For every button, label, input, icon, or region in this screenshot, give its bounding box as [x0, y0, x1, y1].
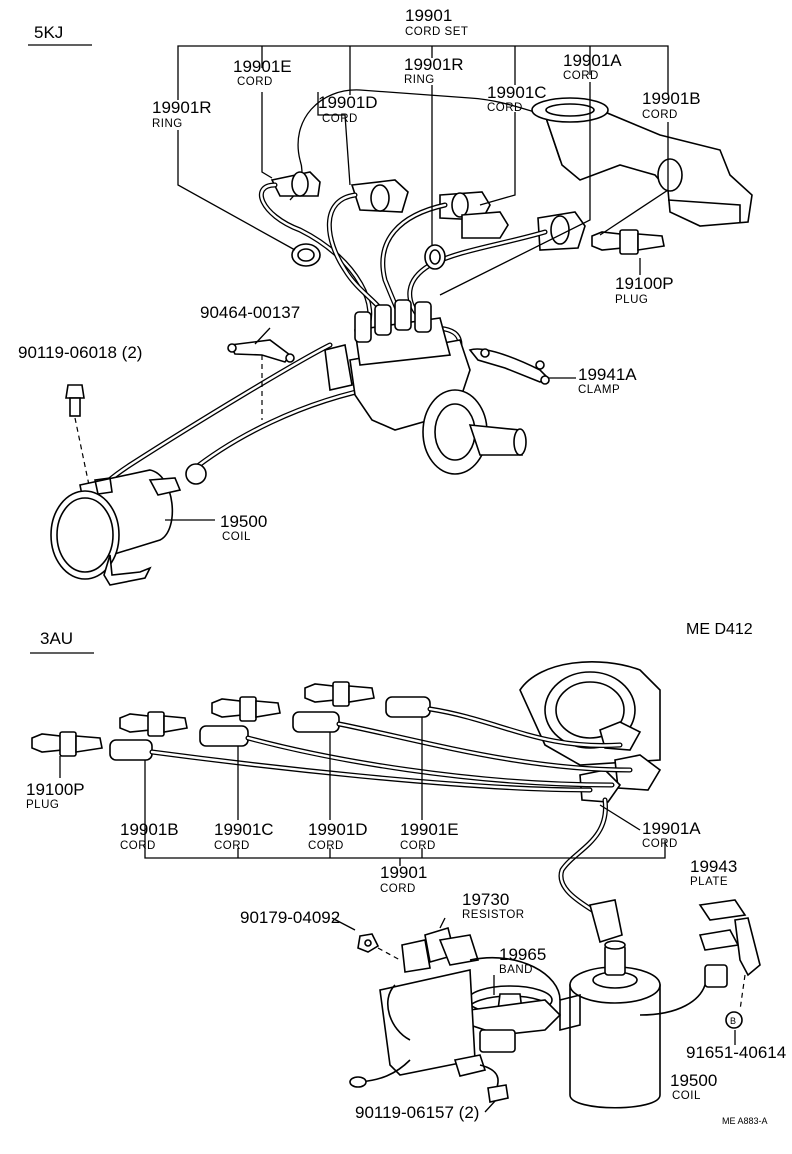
cord-set-bracket	[177, 45, 669, 100]
label-cord-e-top-desc: CORD	[237, 76, 273, 88]
cord-bracket-bottom	[144, 820, 666, 866]
reference-code: ME D412	[686, 621, 753, 638]
bracket-harness-bottom	[349, 969, 711, 1103]
spark-plugs-bottom	[31, 681, 375, 757]
resistor-bottom	[401, 926, 561, 1001]
label-cord-a-top-desc: CORD	[563, 70, 599, 82]
label-cord-d-bot-number: 19901D	[308, 820, 368, 839]
label-ring-mid-desc: RING	[404, 74, 435, 86]
label-clip-top-number: 90464-00137	[200, 303, 300, 322]
plug-boots-top	[270, 171, 586, 251]
label-cord-group-desc: CORD	[380, 883, 416, 895]
marker-b: B	[730, 1016, 736, 1026]
intake-manifold	[531, 97, 753, 227]
label-nut-bot-number: 90179-04092	[240, 908, 340, 927]
label-cord-c-bot-desc: CORD	[214, 840, 250, 852]
label-cord-a-top-number: 19901A	[563, 51, 622, 70]
label-plate-bot-desc: PLATE	[690, 876, 728, 888]
label-cord-group-number: 19901	[380, 863, 427, 882]
label-cord-a-bot-number: 19901A	[642, 819, 701, 838]
section-title-5kj: 5KJ	[34, 23, 63, 42]
leader-lines-top	[165, 82, 669, 521]
cord-set-number: 19901	[405, 6, 452, 25]
footer-code: ME A883-A	[722, 1116, 768, 1126]
clip-top	[227, 339, 295, 420]
label-coil-bot-desc: COIL	[672, 1090, 701, 1102]
label-bolt-bot-number: 90119-06157 (2)	[355, 1103, 479, 1122]
label-cord-e-top-number: 19901E	[233, 57, 292, 76]
label-cord-c-top-number: 19901C	[487, 83, 547, 102]
label-resistor-bot-desc: RESISTOR	[462, 909, 525, 921]
label-cord-c-bot-number: 19901C	[214, 820, 274, 839]
label-screw-bot-number: 91651-40614	[686, 1043, 786, 1062]
label-plate-bot-number: 19943	[690, 857, 737, 876]
label-coil-bot-number: 19500	[670, 1071, 717, 1090]
section-3au: 3AU ME D412	[26, 621, 786, 1126]
label-cord-d-top-number: 19901D	[318, 93, 378, 112]
label-cord-d-bot-desc: CORD	[308, 840, 344, 852]
label-cord-e-bot-desc: CORD	[400, 840, 436, 852]
label-cord-c-top-desc: CORD	[487, 102, 523, 114]
label-clamp-top-number: 19941A	[578, 365, 637, 384]
label-ring-left-desc: RING	[152, 118, 183, 130]
label-clamp-top-desc: CLAMP	[578, 384, 620, 396]
label-cord-b-bot-desc: CORD	[120, 840, 156, 852]
label-cord-b-bot-number: 19901B	[120, 820, 179, 839]
section-5kj: 5KJ 19901 CORD SET	[18, 6, 753, 586]
label-ring-mid-number: 19901R	[404, 55, 464, 74]
label-coil-top-desc: COIL	[222, 531, 251, 543]
ignition-cords-bottom	[109, 696, 633, 944]
plate-bottom	[698, 899, 761, 1011]
label-plug-bot-number: 19100P	[26, 780, 85, 799]
label-ring-left-number: 19901R	[152, 98, 212, 117]
label-cord-d-top-desc: CORD	[322, 113, 358, 125]
ignition-coil-top	[50, 463, 207, 586]
nut-bottom	[357, 933, 401, 961]
bolt-top	[65, 384, 91, 491]
clamp-top	[468, 348, 550, 385]
label-plug-bot-desc: PLUG	[26, 799, 59, 811]
screw-marker-bottom: B	[725, 1011, 743, 1029]
label-plug-top-number: 19100P	[615, 274, 674, 293]
label-cord-e-bot-number: 19901E	[400, 820, 459, 839]
ignition-coil-bottom	[559, 940, 661, 1109]
label-resistor-bot-number: 19730	[462, 890, 509, 909]
rings-top	[291, 243, 446, 270]
label-band-bot-desc: BAND	[499, 964, 533, 976]
label-cord-a-bot-desc: CORD	[642, 838, 678, 850]
label-band-bot-number: 19965	[499, 945, 546, 964]
section-title-3au: 3AU	[40, 629, 73, 648]
label-cord-b-top-desc: CORD	[642, 109, 678, 121]
label-cord-b-top-number: 19901B	[642, 89, 701, 108]
label-coil-top-number: 19500	[220, 512, 267, 531]
label-plug-top-desc: PLUG	[615, 294, 648, 306]
spark-plug-top	[591, 229, 665, 255]
label-bolt-top-number: 90119-06018 (2)	[18, 343, 142, 362]
distributor-top	[324, 299, 527, 475]
cord-set-desc: CORD SET	[405, 26, 468, 38]
